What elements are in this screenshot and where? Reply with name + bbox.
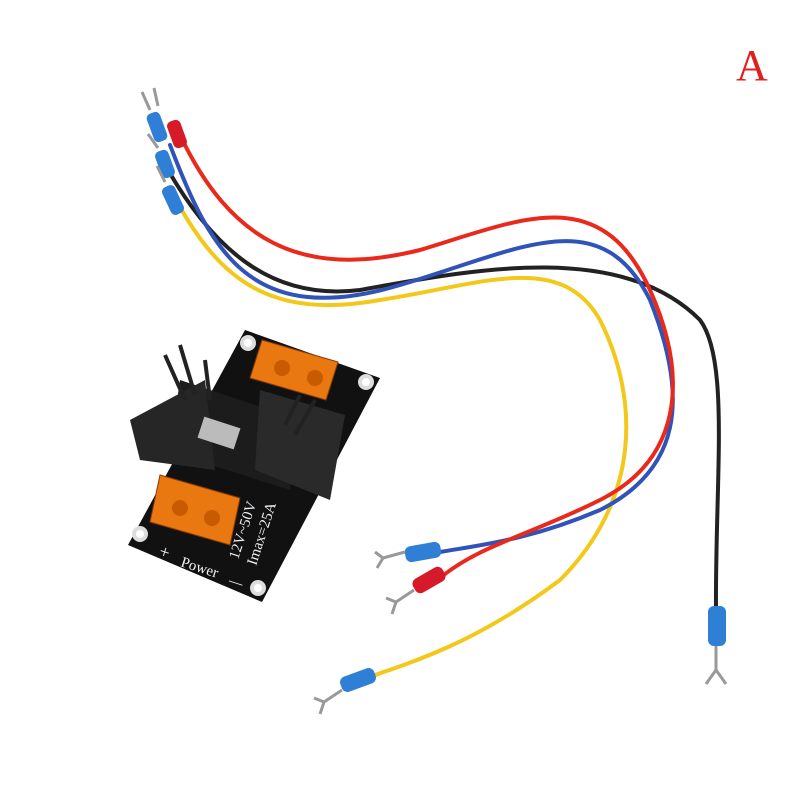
top-connectors (140, 87, 187, 215)
red-wire (178, 133, 675, 580)
terminal-block-bottom (149, 474, 241, 546)
heatsink (130, 344, 345, 500)
variant-label: A (736, 41, 768, 90)
bottom-connectors (313, 541, 728, 715)
minus-label: — (226, 573, 246, 592)
mosfet-board: 12V~50V Imax=25A Power + — (128, 330, 380, 602)
blue-wire (168, 143, 675, 554)
terminal-block-top (249, 339, 339, 401)
black-wire (166, 168, 721, 612)
yellow-wire (174, 198, 629, 682)
